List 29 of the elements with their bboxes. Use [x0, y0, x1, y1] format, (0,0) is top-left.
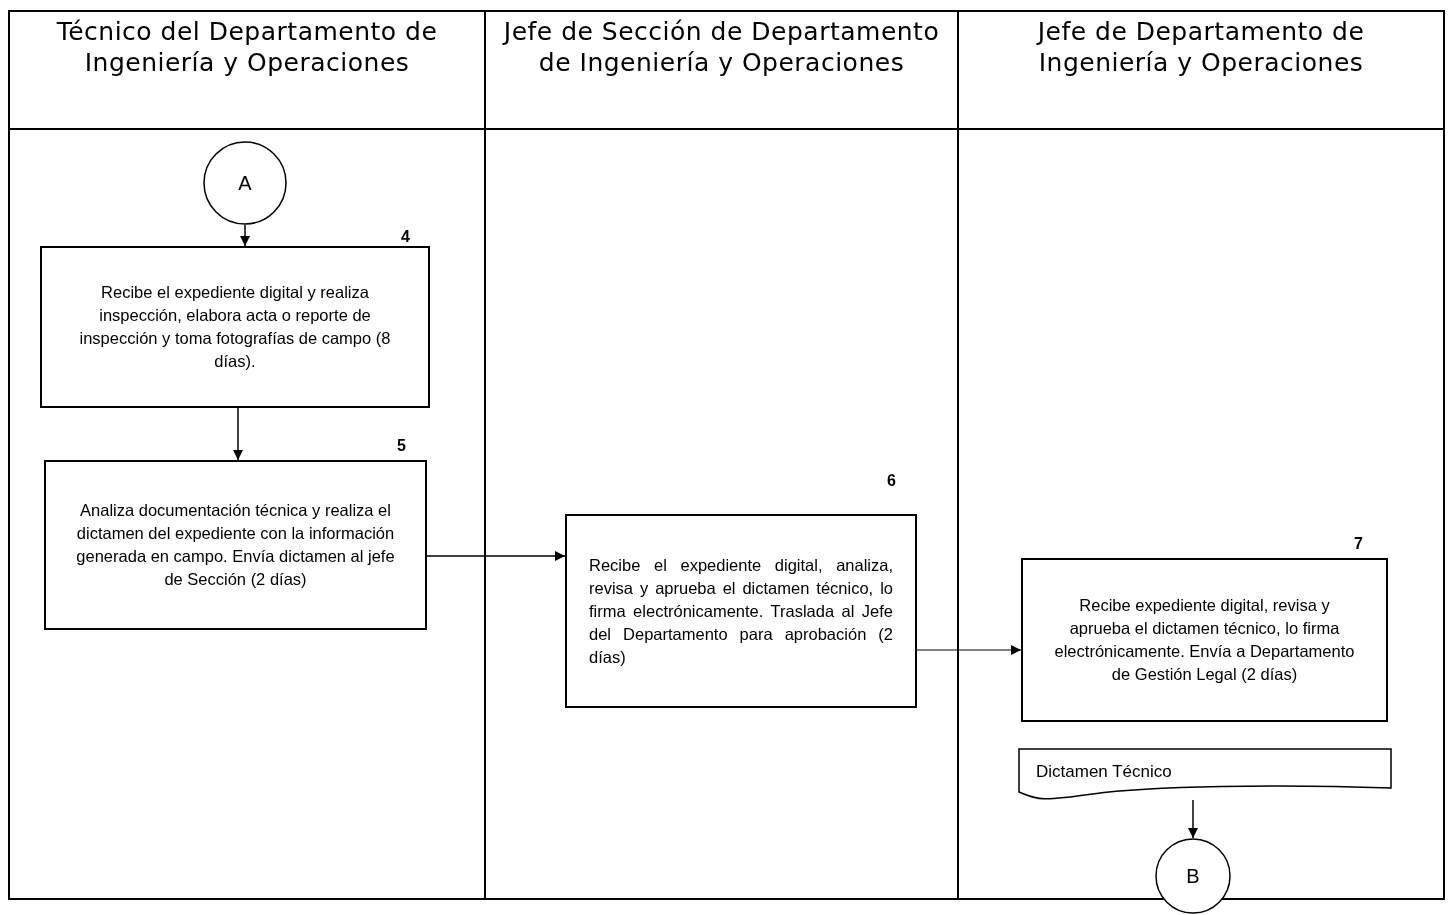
process-box: [1021, 558, 1388, 722]
connector-label: B: [1186, 864, 1200, 888]
step-text: Analiza documentación técnica y realiza el dictamen del expediente con la información generada en campo. Envía dictamen al jefe de Sección (2 días): [75, 500, 396, 590]
step-number: 7: [1354, 535, 1363, 553]
arrow: [916, 645, 1022, 655]
process-box: [40, 246, 430, 408]
swimlane: [484, 10, 959, 900]
step-number: 6: [887, 472, 896, 490]
lane-heading: Técnico del Departamento de Ingeniería y Operaciones: [55, 16, 439, 78]
connector-circle: [1155, 838, 1231, 914]
arrow: [233, 407, 243, 461]
process-box: [565, 514, 917, 708]
swimlane: [8, 10, 486, 900]
connector-circle: [203, 141, 287, 225]
step-text: Recibe el expediente digital, analiza, revisa y aprueba el dictamen técnico, lo firma electrónicamente. Traslada al Jefe del Departamento para aprobación (2 días): [589, 554, 893, 668]
swimlane: [957, 10, 1445, 900]
arrow: [240, 224, 250, 247]
lane-heading: Jefe de Sección de Departamento de Ingeniería y Operaciones: [501, 16, 941, 78]
arrow: [1188, 799, 1198, 839]
document-shape: [1018, 748, 1392, 800]
connector-label: A: [238, 171, 252, 195]
step-number: 5: [397, 437, 406, 455]
step-number: 4: [401, 228, 410, 246]
step-text: Dictamen Técnico: [1036, 762, 1172, 782]
arrow: [426, 551, 566, 561]
step-text: Recibe el expediente digital y realiza inspección, elabora acta o reporte de inspección y toma fotografías de campo (8 días).: [78, 282, 392, 372]
lane-heading: Jefe de Departamento de Ingeniería y Operaciones: [1035, 16, 1366, 78]
process-box: [44, 460, 427, 630]
step-text: Recibe expediente digital, revisa y aprueba el dictamen técnico, lo firma electrónicamente. Envía a Departamento de Gestión Legal (2 días): [1053, 595, 1356, 685]
